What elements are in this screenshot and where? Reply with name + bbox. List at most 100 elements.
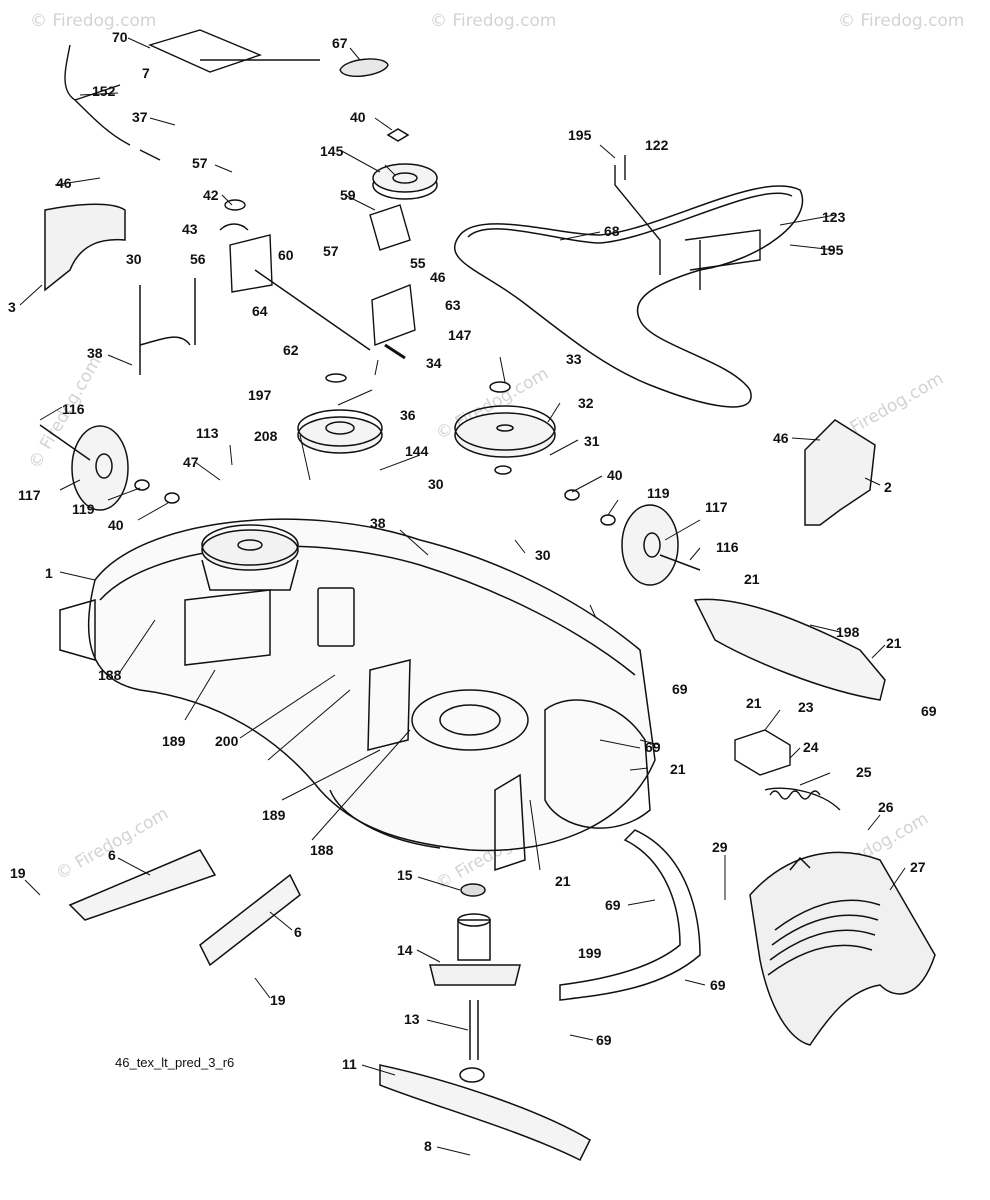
part-label: 63 — [445, 297, 461, 313]
part-label: 69 — [605, 897, 621, 913]
diagram-caption: 46_tex_lt_pred_3_r6 — [115, 1055, 234, 1070]
part-label: 7 — [142, 65, 150, 81]
part-label: 69 — [672, 681, 688, 697]
part-label: 189 — [262, 807, 286, 823]
part-label: 25 — [856, 764, 872, 780]
idler-arm-assembly — [64, 29, 416, 360]
part-label: 36 — [400, 407, 416, 423]
part-label: 1 — [45, 565, 53, 581]
part-label: 6 — [108, 847, 116, 863]
part-label: 14 — [397, 942, 413, 958]
part-label: 46 — [56, 175, 72, 191]
part-label: 33 — [566, 351, 582, 367]
part-label: 152 — [92, 83, 116, 99]
part-label: 195 — [820, 242, 844, 258]
part-label: 147 — [448, 327, 472, 343]
part-label: 119 — [72, 501, 95, 517]
part-label: 19 — [10, 865, 26, 881]
part-label: 11 — [342, 1056, 357, 1072]
part-label: 62 — [283, 342, 299, 358]
part-label: 117 — [705, 499, 728, 515]
part-label: 47 — [183, 454, 199, 470]
watermark: © Firedog.com — [838, 11, 964, 31]
part-label: 68 — [604, 223, 620, 239]
part-label: 27 — [910, 859, 926, 875]
part-label: 40 — [108, 517, 124, 533]
idler-pulley-145 — [372, 128, 438, 200]
part-label: 30 — [535, 547, 551, 563]
part-label: 29 — [712, 839, 728, 855]
part-label: 8 — [424, 1138, 432, 1154]
part-label: 188 — [98, 667, 122, 683]
part-label: 56 — [190, 251, 206, 267]
part-label: 123 — [822, 209, 846, 225]
part-label: 70 — [112, 29, 128, 45]
pulley-36 — [297, 373, 383, 454]
part-label: 64 — [252, 303, 268, 319]
part-label: 30 — [126, 251, 142, 267]
part-label: 38 — [87, 345, 103, 361]
part-label: 57 — [323, 243, 339, 259]
baffle-198 — [693, 598, 886, 701]
part-label: 15 — [397, 867, 413, 883]
part-label: 69 — [596, 1032, 612, 1048]
deflector-bars — [68, 849, 301, 967]
part-label: 21 — [670, 761, 686, 777]
gauge-wheel-left — [39, 424, 180, 511]
part-label: 198 — [836, 624, 860, 640]
part-label: 42 — [203, 187, 219, 203]
deck-pulley — [201, 524, 299, 591]
part-label: 117 — [18, 487, 41, 503]
part-label: 23 — [798, 699, 814, 715]
part-label: 195 — [568, 127, 592, 143]
part-label: 37 — [132, 109, 148, 125]
baffle-199 — [559, 829, 701, 1001]
part-label: 46 — [430, 269, 446, 285]
part-label: 21 — [555, 873, 571, 889]
part-label: 55 — [410, 255, 426, 271]
deck-guard-left — [44, 203, 196, 375]
part-label: 119 — [647, 485, 670, 501]
part-label: 26 — [878, 799, 894, 815]
leader-lines — [19, 37, 906, 1156]
part-label: 59 — [340, 187, 356, 203]
drive-belt — [453, 185, 803, 408]
part-label: 116 — [716, 539, 739, 555]
part-label: 144 — [405, 443, 429, 459]
part-label: 34 — [426, 355, 442, 371]
part-label: 69 — [921, 703, 937, 719]
belt-guide-rods — [614, 155, 761, 290]
part-label: 67 — [332, 35, 348, 51]
watermark: © Firedog.com — [430, 11, 556, 31]
bracket-23 — [734, 729, 841, 811]
part-label: 32 — [578, 395, 594, 411]
part-label: 21 — [746, 695, 762, 711]
part-labels: 70 67 152 7 37 40 145 57 42 43 60 56 64 … — [8, 29, 937, 1154]
part-label: 43 — [182, 221, 198, 237]
pulley-32 — [454, 381, 556, 475]
part-label: 40 — [607, 467, 623, 483]
watermark: © Firedog.com — [30, 11, 156, 31]
part-label: 57 — [192, 155, 208, 171]
part-label: 116 — [62, 401, 85, 417]
part-label: 3 — [8, 299, 16, 315]
part-label: 13 — [404, 1011, 420, 1027]
part-label: 21 — [886, 635, 902, 651]
part-label: 30 — [428, 476, 444, 492]
gauge-wheel-right — [564, 489, 701, 586]
deck-guard-right — [804, 419, 876, 526]
part-label: 24 — [803, 739, 819, 755]
part-label: 122 — [645, 137, 669, 153]
discharge-chute — [749, 851, 936, 1046]
part-label: 208 — [254, 428, 278, 444]
part-label: 38 — [370, 515, 386, 531]
part-label: 40 — [350, 109, 366, 125]
part-label: 197 — [248, 387, 272, 403]
part-label: 69 — [645, 739, 661, 755]
part-label: 188 — [310, 842, 334, 858]
part-label: 200 — [215, 733, 239, 749]
part-label: 2 — [884, 479, 892, 495]
part-label: 19 — [270, 992, 286, 1008]
